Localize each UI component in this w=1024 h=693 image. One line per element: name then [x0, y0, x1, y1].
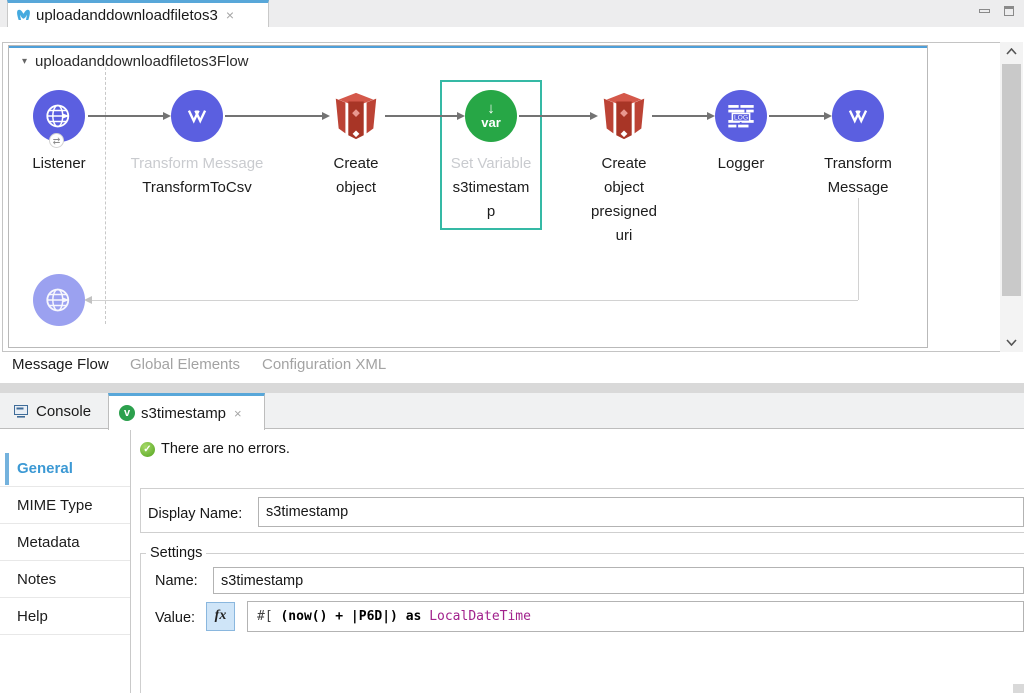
node-label: Transform Message TransformToCsv — [117, 152, 277, 200]
set-variable-badge-icon: v — [119, 405, 135, 421]
display-name-input[interactable] — [258, 497, 1024, 527]
flow-connector — [652, 115, 707, 117]
name-input[interactable] — [213, 567, 1024, 594]
editor-tab-label: uploadanddownloadfiletos3 — [36, 7, 218, 24]
close-tab-icon[interactable]: × — [226, 7, 234, 23]
flow-source-divider — [105, 62, 106, 324]
tab-global-elements[interactable]: Global Elements — [130, 356, 240, 373]
node-label: Create object — [301, 152, 411, 200]
s3-create-object-icon[interactable] — [330, 90, 382, 142]
no-errors-check-icon: ✓ — [140, 442, 155, 457]
console-icon — [14, 405, 29, 418]
response-connector — [858, 198, 859, 300]
response-connector — [92, 300, 858, 301]
mule-flow-icon — [16, 8, 31, 22]
scrollbar-thumb[interactable] — [1002, 64, 1021, 296]
status-row: ✓ There are no errors. — [140, 441, 290, 457]
tab-s3timestamp[interactable]: v s3timestamp × — [108, 393, 265, 430]
flow-connector — [519, 115, 590, 117]
node-label: Set Variable s3timestamp — [436, 152, 546, 224]
minimize-icon[interactable] — [979, 9, 990, 13]
svg-text:LOG: LOG — [734, 115, 748, 122]
editor-tab-bar: uploadanddownloadfiletos3 × — [0, 0, 1024, 27]
restore-icon[interactable] — [1004, 6, 1014, 16]
sidebar-item-metadata[interactable]: Metadata — [0, 524, 130, 561]
editor-scrollbar[interactable] — [1000, 42, 1023, 352]
dataweave-icon[interactable] — [832, 90, 884, 142]
node-label: Transform Message — [803, 152, 913, 200]
sidebar-divider — [130, 430, 131, 693]
node-label: Listener — [4, 152, 114, 176]
logger-icon[interactable]: LOG — [715, 90, 767, 142]
http-listener-response-icon[interactable] — [33, 274, 85, 326]
flow-connector — [385, 115, 457, 117]
status-text: There are no errors. — [161, 441, 290, 457]
node-label: Create object presigned uri — [569, 152, 679, 248]
flow-connector — [88, 115, 163, 117]
node-label: Logger — [686, 152, 796, 176]
listener-sync-badge-icon: ⇄ — [49, 133, 64, 148]
tab-configuration-xml[interactable]: Configuration XML — [262, 356, 386, 373]
tab-uploadanddownloadfiletos3[interactable]: uploadanddownloadfiletos3 × — [7, 0, 269, 27]
name-label: Name: — [155, 573, 198, 589]
collapse-flow-icon[interactable]: ▾ — [22, 56, 27, 67]
tab-message-flow[interactable]: Message Flow — [12, 356, 109, 373]
sidebar-item-mime-type[interactable]: MIME Type — [0, 487, 130, 524]
tab-console[interactable]: Console — [0, 393, 105, 429]
flow-title: uploadanddownloadfiletos3Flow — [35, 53, 249, 70]
value-expression-input[interactable]: #[ (now() + |P6D|) as LocalDateTime — [247, 601, 1024, 632]
s3-presigned-uri-icon[interactable] — [598, 90, 650, 142]
sidebar-item-notes[interactable]: Notes — [0, 561, 130, 598]
flow-connector — [225, 115, 322, 117]
close-tab-icon[interactable]: × — [234, 406, 242, 421]
down-arrow-icon: ↓ — [487, 102, 495, 115]
dataweave-icon[interactable] — [171, 90, 223, 142]
set-variable-icon[interactable]: ↓ var — [465, 90, 517, 142]
scroll-up-icon[interactable] — [1000, 43, 1023, 60]
settings-legend: Settings — [146, 545, 206, 561]
display-name-label: Display Name: — [148, 506, 242, 522]
panel-splitter[interactable] — [0, 383, 1024, 393]
sidebar-item-help[interactable]: Help — [0, 598, 130, 635]
sidebar-item-general[interactable]: General — [0, 450, 130, 487]
value-label: Value: — [155, 610, 195, 626]
scroll-corner — [1013, 684, 1024, 693]
flow-connector — [769, 115, 824, 117]
s3timestamp-tab-label: s3timestamp — [141, 405, 226, 422]
fx-button[interactable]: fx — [206, 602, 235, 631]
console-tab-label: Console — [36, 403, 91, 420]
scroll-down-icon[interactable] — [1000, 334, 1023, 351]
